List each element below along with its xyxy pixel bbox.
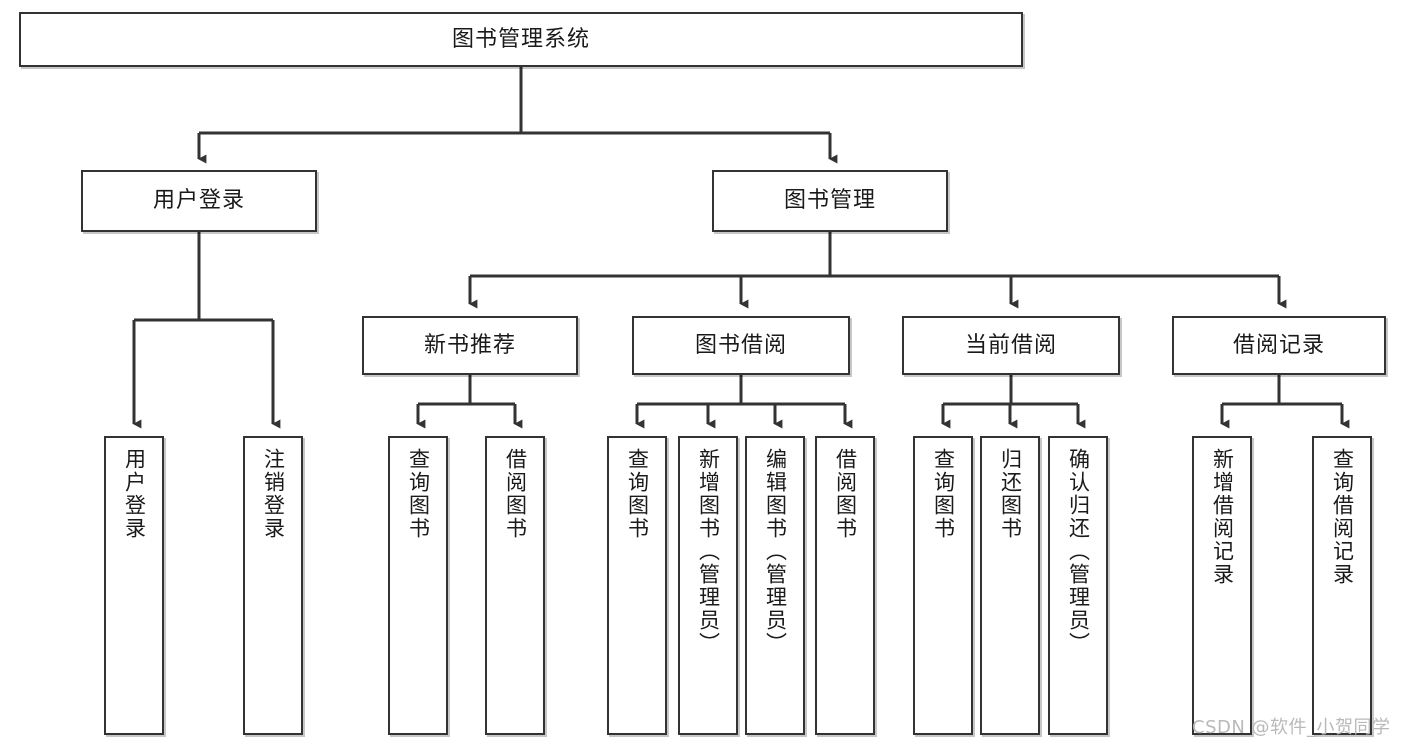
node-label-current-borrow: 当前借阅 [964,332,1057,358]
leaf-label-edit-book-admin: 编辑图书（管理员） [763,448,788,655]
node-root-system[interactable]: 图书管理系统 [19,12,1023,67]
leaf-label-logout: 注销登录 [261,448,286,540]
leaf-borrow-book-newbook[interactable]: 借阅图书 [485,436,545,735]
leaf-return-book[interactable]: 归还图书 [980,436,1040,735]
leaf-label-borrow-book-newbook: 借阅图书 [503,448,528,540]
leaf-label-query-borrow-record: 查询借阅记录 [1330,448,1355,586]
leaf-label-query-book-borrow: 查询图书 [625,448,650,540]
node-label-user-login: 用户登录 [152,188,245,213]
leaf-logout[interactable]: 注销登录 [243,436,303,735]
leaf-label-borrow-book: 借阅图书 [833,448,858,540]
node-label-book-borrow: 图书借阅 [694,332,787,358]
leaf-label-query-book-newbook: 查询图书 [406,448,431,540]
connector-root-to-level2 [197,67,838,164]
node-label-root: 图书管理系统 [451,26,590,52]
leaf-label-add-book-admin: 新增图书（管理员） [696,448,721,655]
leaf-confirm-return-admin[interactable]: 确认归还（管理员） [1048,436,1108,735]
watermark-text: CSDN @软件_小贺同学 [1192,717,1391,738]
node-borrow-record[interactable]: 借阅记录 [1172,316,1386,375]
connector-borrowrecord-to-leaves [1220,375,1350,429]
leaf-label-return-book: 归还图书 [998,448,1023,540]
node-label-book-management: 图书管理 [783,188,876,213]
node-new-book-recommend[interactable]: 新书推荐 [362,316,578,375]
connector-bookmgmt-to-level3 [468,232,1287,309]
leaf-borrow-book[interactable]: 借阅图书 [815,436,875,735]
leaf-query-book-current[interactable]: 查询图书 [913,436,973,735]
connector-currentborrow-to-leaves [941,375,1086,429]
node-user-login[interactable]: 用户登录 [81,170,317,232]
leaf-edit-book-admin[interactable]: 编辑图书（管理员） [745,436,805,735]
leaf-query-book-borrow[interactable]: 查询图书 [607,436,667,735]
leaf-label-confirm-return-admin: 确认归还（管理员） [1066,448,1091,655]
connector-borrowbook-to-leaves [635,375,853,429]
connector-newbook-to-leaves [416,375,523,429]
connector-userlogin-to-leaves [132,232,281,429]
leaf-add-book-admin[interactable]: 新增图书（管理员） [678,436,738,735]
leaf-label-add-borrow-record: 新增借阅记录 [1210,448,1235,586]
node-book-management[interactable]: 图书管理 [712,170,948,232]
node-current-borrow[interactable]: 当前借阅 [902,316,1120,375]
leaf-label-query-book-current: 查询图书 [931,448,956,540]
node-book-borrow[interactable]: 图书借阅 [632,316,850,375]
leaf-user-login[interactable]: 用户登录 [104,436,164,735]
node-label-borrow-record: 借阅记录 [1232,332,1325,358]
leaf-query-book-newbook[interactable]: 查询图书 [388,436,448,735]
leaf-add-borrow-record[interactable]: 新增借阅记录 [1192,436,1252,735]
leaf-query-borrow-record[interactable]: 查询借阅记录 [1312,436,1372,735]
node-label-new-book-recommend: 新书推荐 [423,332,516,358]
leaf-label-user-login: 用户登录 [122,448,147,540]
